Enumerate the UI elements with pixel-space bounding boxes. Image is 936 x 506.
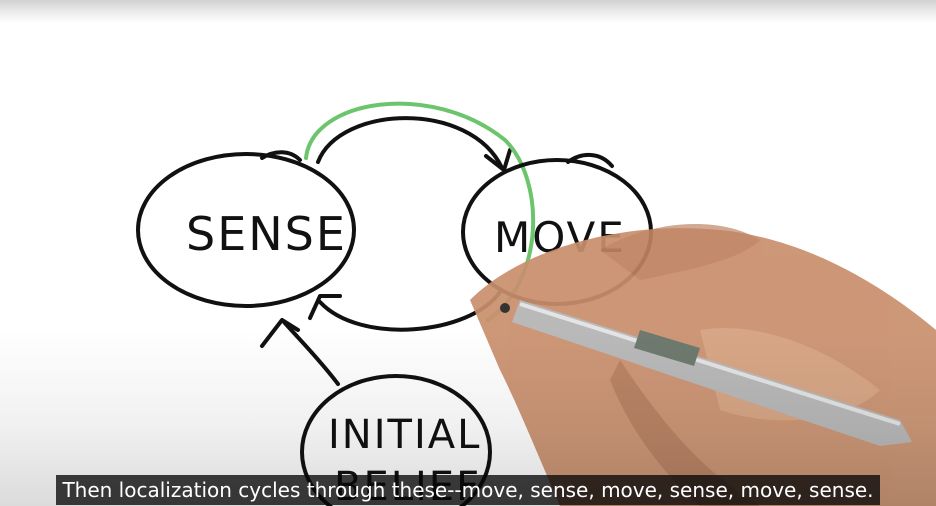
- marker-pen: [500, 300, 912, 446]
- top-shadow: [0, 0, 936, 22]
- arrow-belief-to-sense: [282, 320, 340, 386]
- caption-container: Then localization cycles through these--…: [0, 475, 936, 505]
- arrowhead-sense-to-move: [484, 148, 512, 172]
- sense-node-label: SENSE: [186, 207, 347, 261]
- arrowhead-belief-to-sense: [260, 318, 300, 348]
- arrow-sense-to-move: [316, 116, 504, 170]
- arrowhead-move-to-sense: [308, 294, 342, 320]
- move-node-overlap: [566, 153, 614, 168]
- initial-belief-label-line1: INITIAL: [328, 412, 481, 458]
- initial-belief-node-circle: [300, 374, 492, 506]
- sense-node-overlap: [260, 150, 302, 162]
- sense-node-circle: [136, 152, 356, 308]
- closed-caption: Then localization cycles through these--…: [56, 475, 880, 505]
